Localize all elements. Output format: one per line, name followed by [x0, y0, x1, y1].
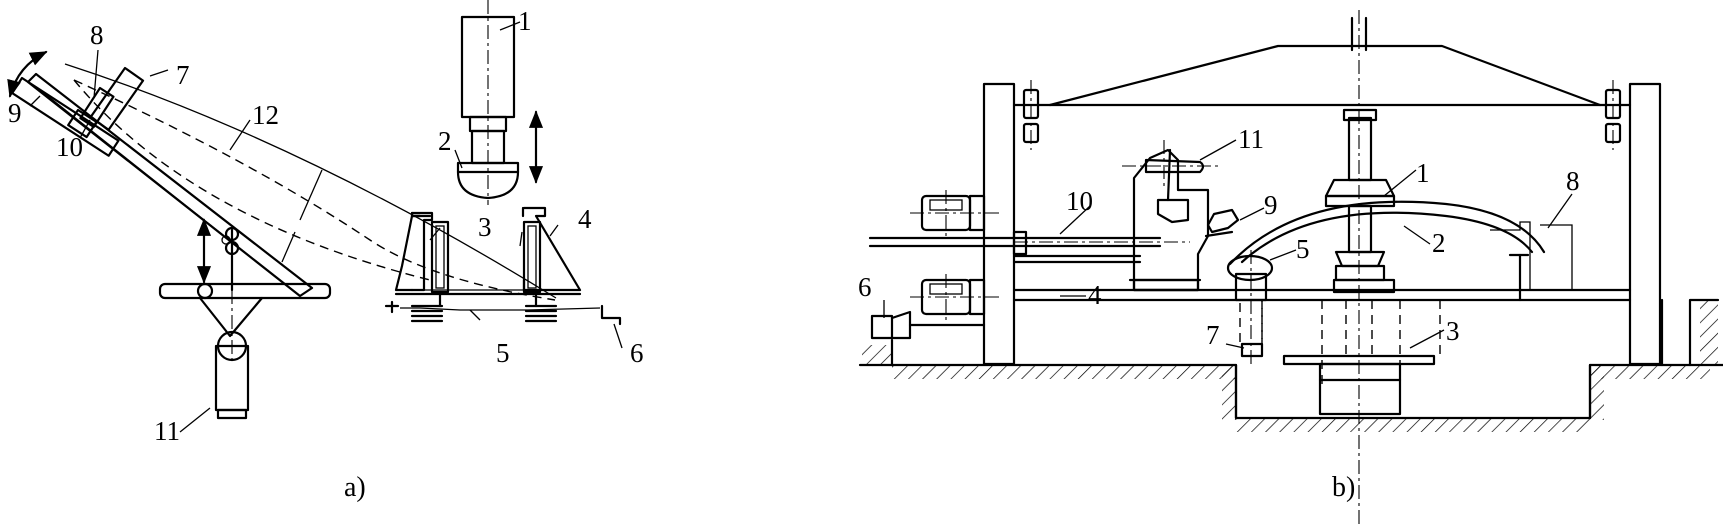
label-b-4: 4	[1088, 280, 1102, 310]
label-b-1: 1	[1416, 158, 1430, 188]
label-b-6: 6	[858, 272, 872, 302]
frame	[982, 10, 1662, 527]
label-a-3: 3	[478, 212, 492, 242]
label-b-9: 9	[1264, 190, 1278, 220]
label-a-11: 11	[154, 416, 180, 446]
punch-assembly	[1228, 108, 1546, 282]
label-a-4: 4	[578, 204, 592, 234]
label-b-11: 11	[1238, 124, 1264, 154]
label-a-5: 5	[496, 338, 510, 368]
caption-b: b)	[1332, 472, 1355, 503]
label-a-1: 1	[518, 6, 532, 36]
panel-a-drawing: 1 2 3 4 5 6 7 8 9 10 12 11 a)	[7, 0, 644, 503]
leaders-b	[883, 139, 1573, 349]
lower-die	[1261, 300, 1441, 416]
lever-arm	[7, 50, 145, 157]
die-holders	[384, 206, 622, 326]
label-b-8: 8	[1566, 166, 1580, 196]
label-a-6: 6	[630, 338, 644, 368]
label-b-2: 2	[1432, 228, 1446, 258]
label-b-5: 5	[1296, 234, 1310, 264]
label-a-10: 10	[56, 132, 83, 162]
label-a-2: 2	[438, 126, 452, 156]
label-b-10: 10	[1066, 186, 1093, 216]
caption-a: a)	[344, 472, 366, 503]
label-a-8: 8	[90, 20, 104, 50]
stand	[158, 218, 332, 420]
ground	[858, 298, 1723, 432]
roller-assembly	[1226, 250, 1274, 365]
label-a-7: 7	[176, 60, 190, 90]
feed-mechanism	[868, 140, 1240, 340]
label-b-3: 3	[1446, 316, 1460, 346]
label-a-9: 9	[8, 98, 22, 128]
label-a-12: 12	[252, 100, 279, 130]
label-b-7: 7	[1206, 320, 1220, 350]
feed-chute	[26, 63, 557, 301]
press-ram	[456, 0, 544, 205]
leaders-a	[29, 21, 623, 433]
panel-b-drawing: 1 2 3 4 5 6 7 8 9 10 11 b)	[858, 10, 1723, 527]
